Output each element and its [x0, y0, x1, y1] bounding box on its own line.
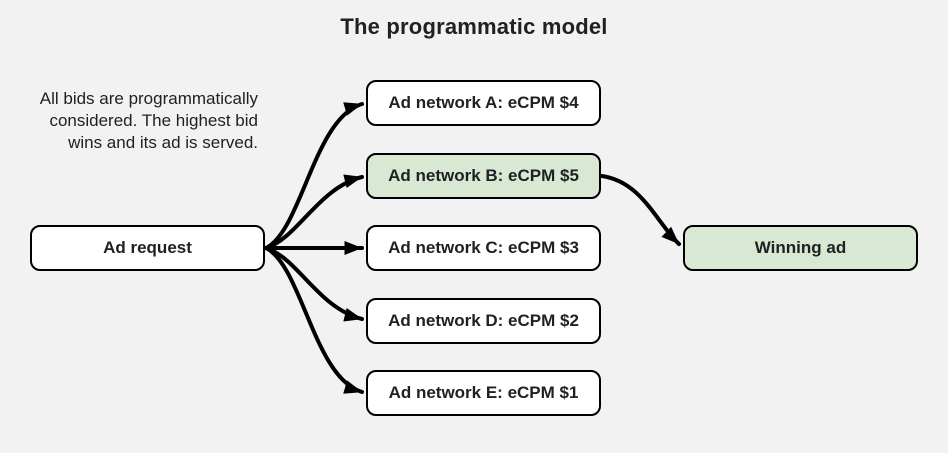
- ad-network-c-node: Ad network C: eCPM $3: [366, 225, 601, 271]
- ad-network-b-label: Ad network B: eCPM $5: [388, 166, 579, 185]
- arrow-request-to-network-a: [264, 102, 364, 250]
- description-line-3: wins and its ad is served.: [68, 133, 258, 152]
- arrow-network-b-to-winning-ad: [600, 174, 681, 246]
- ad-network-e-node: Ad network E: eCPM $1: [366, 370, 601, 416]
- description-text: All bids are programmatically considered…: [10, 88, 258, 154]
- winning-ad-node: Winning ad: [683, 225, 918, 271]
- description-line-2: considered. The highest bid: [49, 111, 258, 130]
- ad-network-e-label: Ad network E: eCPM $1: [388, 383, 579, 402]
- ad-network-c-label: Ad network C: eCPM $3: [388, 238, 579, 257]
- ad-request-label: Ad request: [103, 238, 192, 257]
- ad-network-d-label: Ad network D: eCPM $2: [388, 311, 579, 330]
- ad-request-node: Ad request: [30, 225, 265, 271]
- diagram-title: The programmatic model: [340, 14, 608, 39]
- ad-network-b-node: Ad network B: eCPM $5: [366, 153, 601, 199]
- arrow-request-to-network-e: [264, 246, 364, 394]
- winning-ad-label: Winning ad: [754, 238, 847, 257]
- ad-network-d-node: Ad network D: eCPM $2: [366, 298, 601, 344]
- arrow-request-to-network-d: [264, 246, 364, 322]
- description-line-1: All bids are programmatically: [39, 89, 258, 108]
- arrow-request-to-network-b: [264, 174, 364, 250]
- ad-network-a-label: Ad network A: eCPM $4: [388, 93, 579, 112]
- ad-network-a-node: Ad network A: eCPM $4: [366, 80, 601, 126]
